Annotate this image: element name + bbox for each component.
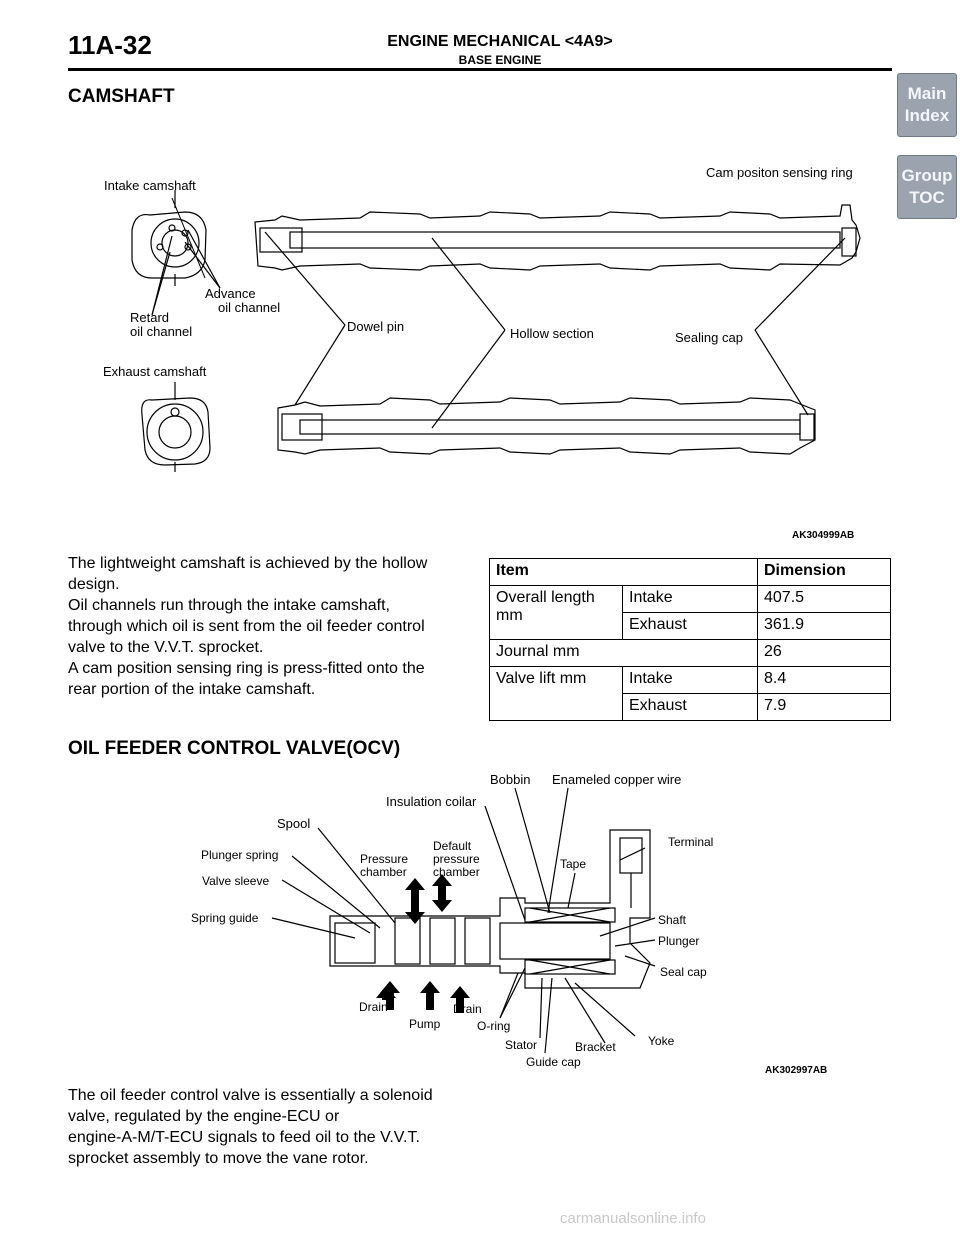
bracket-label: Bracket xyxy=(575,1040,616,1054)
drain-label-2: Drain xyxy=(453,1002,482,1016)
table-cell: 407.5 xyxy=(757,585,891,613)
camshaft-diagram: Intake camshaft Cam positon sensing ring… xyxy=(103,165,861,472)
table-cell: Intake xyxy=(622,585,758,613)
oring-label: O-ring xyxy=(477,1019,510,1033)
sealing-cap-label: Sealing cap xyxy=(675,330,743,345)
main-index-button[interactable]: Main Index xyxy=(897,73,957,137)
table-cell: Exhaust xyxy=(622,693,758,721)
overall-line-1: Overall length xyxy=(496,589,595,606)
hollow-section-label: Hollow section xyxy=(510,326,594,341)
table-cell: 8.4 xyxy=(757,666,891,694)
table-cell-overall: Overall length mm xyxy=(489,585,623,640)
watermark: carmanualsonline.info xyxy=(560,1210,706,1227)
exhaust-shaft xyxy=(277,397,816,455)
default-label-2: pressure xyxy=(433,852,480,866)
table-cell: 361.9 xyxy=(757,612,891,640)
cam-ring-label: Cam positon sensing ring xyxy=(706,165,853,180)
group-toc-label-2: TOC xyxy=(909,188,945,207)
group-toc-button[interactable]: Group TOC xyxy=(897,155,957,219)
dowel-pin-label: Dowel pin xyxy=(347,319,404,334)
retard-label-1: Retard xyxy=(130,310,169,325)
drain-label-1: Drain xyxy=(359,1000,388,1014)
table-row: Item Dimension xyxy=(489,558,891,586)
ocv-desc-line: valve, regulated by the engine-ECU or xyxy=(68,1108,340,1125)
terminal-label: Terminal xyxy=(668,835,713,849)
spring-guide-label: Spring guide xyxy=(191,911,259,925)
intake-shaft xyxy=(254,204,861,271)
pressure-label-2: chamber xyxy=(360,865,407,879)
table-row: Valve lift mm Intake 8.4 xyxy=(489,666,891,721)
header-title: ENGINE MECHANICAL <4A9> xyxy=(387,33,613,50)
ocv-description: The oil feeder control valve is essentia… xyxy=(68,1085,488,1169)
camshaft-description: The lightweight camshaft is achieved by … xyxy=(68,553,468,700)
default-label-3: chamber xyxy=(433,865,480,879)
camshaft-desc-line: The lightweight camshaft is achieved by … xyxy=(68,555,428,572)
camshaft-desc-line: design. xyxy=(68,576,120,593)
ocv-diagram: Bobbin Enameled copper wire Insulation c… xyxy=(191,772,713,1069)
camshaft-dimension-table: Item Dimension Overall length mm Intake … xyxy=(489,558,891,721)
table-head-dimension: Dimension xyxy=(757,558,891,586)
spool-label: Spool xyxy=(277,816,310,831)
shaft-label: Shaft xyxy=(658,913,687,927)
table-row: Journal mm 26 xyxy=(489,639,891,667)
group-toc-label-1: Group xyxy=(901,166,953,185)
camshaft-desc-line: A cam position sensing ring is press-fit… xyxy=(68,660,425,677)
table-cell: 7.9 xyxy=(757,693,891,721)
table-row: Overall length mm Intake 407.5 xyxy=(489,585,891,640)
ocv-desc-line: engine-A-M/T-ECU signals to feed oil to … xyxy=(68,1129,420,1146)
valve-sleeve-label: Valve sleeve xyxy=(202,874,269,888)
main-index-label-1: Main xyxy=(907,84,947,103)
table-cell: Journal mm xyxy=(489,639,758,667)
ocv-desc-line: The oil feeder control valve is essentia… xyxy=(68,1087,433,1104)
main-index-label-2: Index xyxy=(904,106,950,125)
default-label-1: Default xyxy=(433,839,472,853)
camshaft-figure-code: AK304999AB xyxy=(792,530,855,541)
insulation-label: Insulation coilar xyxy=(386,794,477,809)
table-cell: 26 xyxy=(757,639,891,667)
retard-label-2: oil channel xyxy=(130,324,192,339)
bobbin-label: Bobbin xyxy=(490,772,530,787)
ocv-figure-code: AK302997AB xyxy=(765,1065,828,1076)
exhaust-end-view xyxy=(141,382,211,472)
pressure-label-1: Pressure xyxy=(360,852,408,866)
table-head-item: Item xyxy=(489,558,758,586)
advance-label-2: oil channel xyxy=(218,300,280,315)
camshaft-desc-line: valve to the V.V.T. sprocket. xyxy=(68,639,264,656)
intake-end-view xyxy=(131,190,207,286)
ocv-desc-line: sprocket assembly to move the vane rotor… xyxy=(68,1150,369,1167)
table-cell: Exhaust xyxy=(622,612,758,640)
exhaust-camshaft-label: Exhaust camshaft xyxy=(103,364,207,379)
camshaft-title: CAMSHAFT xyxy=(68,86,175,107)
plunger-label: Plunger xyxy=(658,934,699,948)
header-rule xyxy=(68,68,892,71)
advance-label-1: Advance xyxy=(205,286,256,301)
plunger-spring-label: Plunger spring xyxy=(201,848,278,862)
camshaft-desc-line: rear portion of the intake camshaft. xyxy=(68,681,316,698)
table-cell: Intake xyxy=(622,666,758,694)
camshaft-desc-line: through which oil is sent from the oil f… xyxy=(68,618,425,635)
stator-label: Stator xyxy=(505,1038,537,1052)
intake-camshaft-label: Intake camshaft xyxy=(104,178,196,193)
pump-label: Pump xyxy=(409,1017,441,1031)
page-number: 11A-32 xyxy=(68,30,152,60)
overall-line-2: mm xyxy=(496,607,523,624)
header-subtitle: BASE ENGINE xyxy=(458,53,542,67)
ocv-title: OIL FEEDER CONTROL VALVE(OCV) xyxy=(68,738,401,759)
tape-label: Tape xyxy=(560,857,586,871)
camshaft-desc-line: Oil channels run through the intake cams… xyxy=(68,597,390,614)
flow-arrows xyxy=(376,874,470,1013)
table-cell: Valve lift mm xyxy=(489,666,623,721)
seal-cap-label: Seal cap xyxy=(660,965,707,979)
enameled-wire-label: Enameled copper wire xyxy=(552,772,681,787)
yoke-label: Yoke xyxy=(648,1034,675,1048)
guide-cap-label: Guide cap xyxy=(526,1055,581,1069)
table-row: Exhaust 7.9 xyxy=(490,693,891,721)
ocv-body-outline xyxy=(329,829,651,989)
